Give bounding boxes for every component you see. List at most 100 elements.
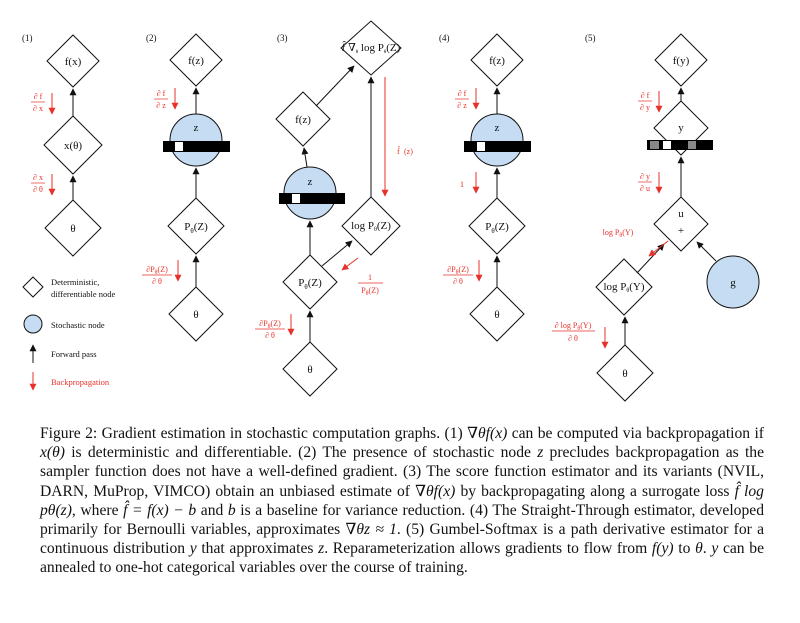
node-fz: f(z) <box>169 33 223 87</box>
figure-diagram: (1) f(x) x(θ) θ ∂ f ∂ x ∂ x ∂ θ Determin… <box>22 20 760 402</box>
svg-text:θ: θ <box>307 364 312 376</box>
panel-number-2: (2) <box>146 33 157 43</box>
svg-text:θ: θ <box>193 309 198 321</box>
gradient-df-dz: ∂ f ∂ z <box>455 88 480 110</box>
svg-text:∂ f: ∂ f <box>34 92 43 101</box>
gradient-dy-du: ∂ y ∂ u <box>638 172 663 194</box>
svg-text:Pθ(Z): Pθ(Z) <box>361 286 379 297</box>
forward-arrow <box>321 240 353 267</box>
svg-text:log Pθ(Y): log Pθ(Y) <box>603 228 634 239</box>
node-y: y <box>647 100 713 156</box>
svg-text:Pθ(Z): Pθ(Z) <box>184 221 208 235</box>
svg-text:∂Pθ(Z): ∂Pθ(Z) <box>259 319 281 330</box>
node-log-p: log Pθ(Z) <box>341 196 401 256</box>
svg-text:z: z <box>308 176 313 188</box>
svg-text:f(z): f(z) <box>295 114 311 126</box>
legend-diamond-icon <box>22 276 44 298</box>
svg-text:∂Pθ(Z): ∂Pθ(Z) <box>447 265 469 276</box>
node-x-theta: x(θ) <box>43 115 103 175</box>
legend-forward: Forward pass <box>51 349 97 359</box>
node-p-theta-z: Pθ(Z) <box>167 197 225 255</box>
forward-arrow <box>301 147 309 168</box>
svg-text:∂ θ: ∂ θ <box>152 277 162 286</box>
node-u-sum: u + <box>653 196 709 252</box>
svg-text:z: z <box>495 122 500 134</box>
node-z-stochastic: z <box>163 113 230 167</box>
legend-circle-icon <box>23 314 43 334</box>
svg-text:f(z): f(z) <box>188 55 204 67</box>
svg-text:Pθ(Z): Pθ(Z) <box>298 277 322 291</box>
forward-arrow <box>696 241 717 262</box>
svg-text:f(x): f(x) <box>65 56 82 68</box>
legend-deterministic-2: differentiable node <box>51 289 116 299</box>
svg-text:∂ y: ∂ y <box>640 103 650 112</box>
gradient-dp-dtheta: ∂Pθ(Z) ∂ θ <box>443 260 483 286</box>
gradient-df-dx: ∂ f ∂ x <box>31 92 56 115</box>
figure-caption: Figure 2: Gradient estimation in stochas… <box>40 425 765 577</box>
forward-arrow <box>315 65 355 107</box>
svg-text:f̂ ∇θ log Pθ(Z): f̂ ∇θ log Pθ(Z) <box>342 40 401 55</box>
svg-text:∂ y: ∂ y <box>640 172 650 181</box>
gradient-one: 1 <box>460 172 480 194</box>
gradient-fhat: f̂ (z) <box>381 77 413 197</box>
svg-text:g: g <box>730 277 736 289</box>
gradient-dp-dtheta: ∂Pθ(Z) ∂ θ <box>142 260 182 286</box>
gradient-log-p: log Pθ(Y) <box>603 228 669 257</box>
svg-text:∂ f: ∂ f <box>641 91 650 100</box>
node-g-stochastic: g <box>706 255 760 309</box>
svg-text:∂ f: ∂ f <box>458 89 467 98</box>
node-theta: θ <box>282 341 338 397</box>
svg-text:∂ θ: ∂ θ <box>265 331 275 340</box>
svg-text:log Pθ(Y): log Pθ(Y) <box>603 281 644 294</box>
svg-text:1: 1 <box>460 180 464 189</box>
panel-number-1: (1) <box>22 33 33 43</box>
node-theta: θ <box>596 344 654 402</box>
svg-text:log Pθ(Z): log Pθ(Z) <box>351 220 391 233</box>
svg-text:f(y): f(y) <box>673 55 690 67</box>
legend-stochastic: Stochastic node <box>51 320 105 330</box>
svg-text:∂Pθ(Z): ∂Pθ(Z) <box>146 265 168 276</box>
panel-number-5: (5) <box>585 33 596 43</box>
node-p-theta-z: Pθ(Z) <box>468 197 526 255</box>
svg-text:u: u <box>678 208 684 220</box>
gradient-dp-dtheta: ∂Pθ(Z) ∂ θ <box>255 314 295 340</box>
gradient-inverse-p: 1 Pθ(Z) <box>341 257 383 297</box>
svg-text:∂ log Pθ(Y): ∂ log Pθ(Y) <box>555 321 592 332</box>
legend-backprop: Backpropagation <box>51 377 110 387</box>
svg-text:θ: θ <box>70 223 75 235</box>
svg-text:z: z <box>194 122 199 134</box>
panel-number-3: (3) <box>277 33 288 43</box>
node-theta: θ <box>469 286 525 342</box>
node-fz: f(z) <box>470 33 524 87</box>
forward-arrow <box>636 243 665 274</box>
gradient-dx-dtheta: ∂ x ∂ θ <box>31 173 56 196</box>
svg-text:f̂: f̂ <box>397 145 401 156</box>
node-z-stochastic: z <box>279 166 345 220</box>
svg-text:∂ θ: ∂ θ <box>453 277 463 286</box>
node-p-theta-z: Pθ(Z) <box>282 254 338 310</box>
legend: Deterministic, differentiable node Stoch… <box>22 276 116 391</box>
node-theta: θ <box>168 286 224 342</box>
gradient-df-dy: ∂ f ∂ y <box>638 91 663 113</box>
svg-text:∂ z: ∂ z <box>457 101 467 110</box>
svg-text:1: 1 <box>368 273 372 282</box>
svg-text:x(θ): x(θ) <box>64 140 82 152</box>
svg-text:∂ x: ∂ x <box>33 104 43 113</box>
svg-text:∂ f: ∂ f <box>157 89 166 98</box>
svg-text:∂ z: ∂ z <box>156 101 166 110</box>
svg-text:∂ u: ∂ u <box>640 184 650 193</box>
svg-text:Pθ(Z): Pθ(Z) <box>485 221 509 235</box>
svg-text:y: y <box>678 122 684 134</box>
node-fx: f(x) <box>46 34 100 88</box>
svg-text:f(z): f(z) <box>489 55 505 67</box>
panel-number-4: (4) <box>439 33 450 43</box>
gradient-df-dz: ∂ f ∂ z <box>154 88 179 110</box>
node-z-stochastic: z <box>464 113 531 167</box>
svg-text:∂ x: ∂ x <box>33 173 43 182</box>
svg-text:∂ θ: ∂ θ <box>568 334 578 343</box>
gradient-dlogp-dtheta: ∂ log Pθ(Y) ∂ θ <box>552 321 609 349</box>
legend-deterministic: Deterministic, <box>51 277 99 287</box>
node-theta: θ <box>44 199 102 257</box>
svg-text:∂ θ: ∂ θ <box>33 185 43 194</box>
node-surrogate: f̂ ∇θ log Pθ(Z) <box>340 20 402 76</box>
